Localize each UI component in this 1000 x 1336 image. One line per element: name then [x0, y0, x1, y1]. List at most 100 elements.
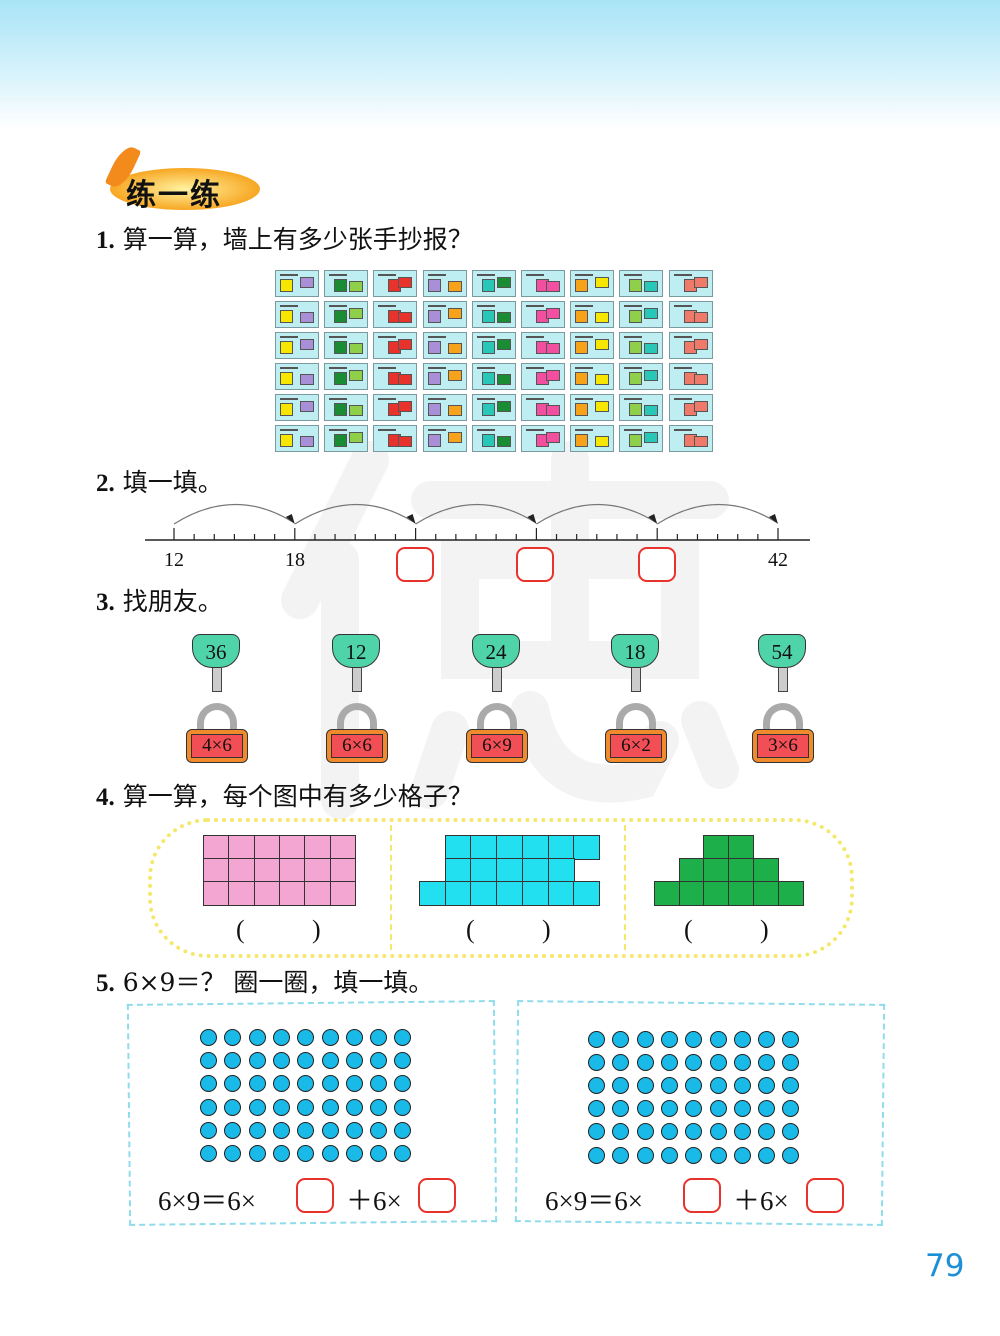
- poster-text-line: [526, 367, 544, 369]
- equation-answer-box[interactable]: [296, 1178, 334, 1213]
- poster-block: [300, 401, 314, 412]
- equation-answer-box[interactable]: [806, 1178, 844, 1213]
- dot: [200, 1098, 217, 1116]
- poster-block: [693, 436, 708, 447]
- poster: [422, 363, 467, 390]
- poster: [521, 363, 565, 390]
- equation-answer-box[interactable]: [683, 1178, 721, 1213]
- poster: [422, 301, 467, 328]
- lock-expression: 3×6: [757, 734, 809, 758]
- poster-block: [427, 279, 441, 292]
- dot: [636, 1053, 654, 1071]
- lock-expression: 6×2: [610, 734, 662, 758]
- q5-number: 5.: [96, 970, 115, 997]
- poster: [324, 301, 369, 328]
- key-54[interactable]: 54: [758, 634, 808, 692]
- answer-box-30[interactable]: [516, 547, 554, 582]
- lock-body: 6×9: [466, 729, 528, 763]
- poster-block: [280, 434, 293, 447]
- lock[interactable]: 6×2: [605, 703, 667, 763]
- poster-block: [546, 432, 560, 443]
- dot: [345, 1121, 363, 1139]
- grid-cell: [444, 858, 472, 883]
- q3-text: 找朋友。: [122, 587, 223, 616]
- dot: [758, 1076, 776, 1094]
- poster-block: [427, 310, 441, 323]
- poster-block: [481, 341, 495, 354]
- poster: [471, 425, 516, 452]
- question-1: 1. 算一算，墙上有多少张手抄报？: [96, 220, 473, 256]
- poster-block: [280, 341, 293, 354]
- poster-block: [546, 281, 560, 292]
- poster-text-line: [575, 367, 594, 369]
- lock-expression: 6×9: [471, 734, 523, 758]
- dot: [612, 1076, 630, 1094]
- poster: [422, 394, 467, 421]
- lock[interactable]: 6×6: [326, 703, 388, 763]
- poster: [324, 425, 369, 452]
- question-4: 4. 算一算，每个图中有多少格子？: [96, 777, 473, 813]
- key-36[interactable]: 36: [192, 634, 242, 692]
- q1-text: 算一算，墙上有多少张手抄报？: [122, 225, 473, 254]
- lock-shackle: [616, 703, 656, 737]
- poster-text-line: [575, 398, 594, 400]
- dot: [224, 1052, 242, 1070]
- answer-blank-2[interactable]: [480, 918, 542, 948]
- poster: [471, 270, 516, 297]
- poster-block: [481, 372, 495, 385]
- grid-cell: [444, 881, 472, 906]
- poster-block: [575, 372, 589, 385]
- poster-block: [575, 403, 589, 416]
- grid-cell: [752, 858, 779, 883]
- poster-block: [398, 339, 413, 350]
- poster-text-line: [329, 336, 348, 338]
- poster: [373, 301, 418, 328]
- grid-cell: [703, 835, 730, 860]
- dot: [588, 1030, 605, 1048]
- dot: [321, 1075, 339, 1093]
- answer-box-36[interactable]: [638, 547, 676, 582]
- key-12[interactable]: 12: [332, 634, 382, 692]
- poster: [570, 301, 615, 328]
- lock[interactable]: 3×6: [752, 703, 814, 763]
- jump-arc: [536, 503, 656, 525]
- dot: [758, 1030, 776, 1048]
- key-shaft: [778, 668, 788, 692]
- poster-block: [693, 277, 708, 288]
- poster-block: [349, 308, 364, 319]
- dot: [321, 1121, 339, 1139]
- poster-block: [575, 310, 589, 323]
- dot: [272, 1075, 290, 1093]
- poster: [570, 363, 615, 390]
- poster: [275, 270, 319, 297]
- dot: [297, 1029, 315, 1046]
- poster-text-line: [378, 305, 397, 307]
- dot: [224, 1145, 242, 1162]
- grid-cell: [470, 858, 498, 883]
- key-24[interactable]: 24: [472, 634, 522, 692]
- dot: [370, 1121, 388, 1139]
- poster-text-line: [673, 274, 692, 276]
- poster-text-line: [624, 367, 643, 369]
- question-3: 3. 找朋友。: [96, 582, 223, 618]
- poster: [373, 332, 418, 359]
- dot: [709, 1030, 727, 1048]
- dot: [733, 1053, 751, 1071]
- answer-box-24[interactable]: [396, 547, 434, 582]
- lock[interactable]: 4×6: [186, 703, 248, 763]
- poster: [668, 301, 713, 328]
- dot: [224, 1098, 242, 1116]
- equation-answer-box[interactable]: [418, 1178, 456, 1213]
- answer-paren-open: (: [466, 915, 475, 944]
- grid-cell: [777, 881, 804, 906]
- dot: [297, 1075, 315, 1093]
- poster-text-line: [280, 336, 298, 338]
- lock[interactable]: 6×9: [466, 703, 528, 763]
- answer-blank-1[interactable]: [250, 918, 312, 948]
- answer-blank-3[interactable]: [698, 918, 760, 948]
- dot: [782, 1123, 800, 1141]
- poster-text-line: [427, 398, 446, 400]
- key-18[interactable]: 18: [611, 634, 661, 692]
- dot: [660, 1030, 678, 1048]
- grid-cell: [203, 881, 230, 906]
